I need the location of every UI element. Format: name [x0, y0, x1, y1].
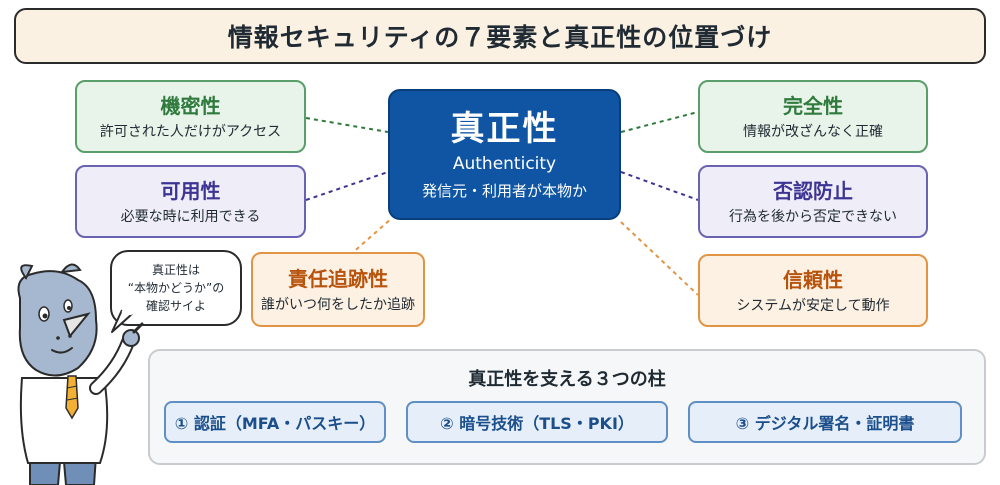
pillars-panel: 真正性を支える３つの柱 ① 認証（MFA・パスキー） ② 暗号技術（TLS・PK… [148, 349, 986, 465]
element-name: 機密性 [160, 93, 221, 118]
center-description: 発信元・利用者が本物か [421, 181, 587, 200]
center-authenticity: 真正性 Authenticity 発信元・利用者が本物か [388, 89, 621, 220]
element-non-repudiation: 否認防止 行為を後から否定できない [698, 165, 928, 238]
element-name: 否認防止 [773, 178, 853, 203]
connector-reliability [620, 221, 699, 296]
element-description: 情報が改ざんなく正確 [743, 123, 883, 140]
pillars-title: 真正性を支える３つの柱 [468, 369, 666, 390]
center-name: 真正性 [450, 108, 559, 149]
element-description: システムが安定して動作 [736, 297, 890, 314]
element-confidentiality: 機密性 許可された人だけがアクセス [75, 80, 306, 153]
element-name: 責任追跡性 [288, 266, 388, 291]
connector-confidentiality [305, 117, 389, 133]
bubble-tail [111, 309, 133, 333]
element-description: 許可された人だけがアクセス [99, 123, 282, 140]
rhino-mascot-icon [17, 263, 144, 485]
connector-availability [305, 171, 389, 201]
connector-integrity [620, 111, 699, 133]
element-name: 完全性 [783, 93, 843, 118]
page-title: 情報セキュリティの７要素と真正性の位置づけ [227, 23, 773, 52]
element-name: 可用性 [160, 178, 221, 203]
bubble-line-2: “本物かどうか”の [127, 281, 225, 295]
element-name: 信頼性 [783, 267, 843, 292]
pillar-cryptography: ② 暗号技術（TLS・PKI） [406, 401, 668, 443]
center-english: Authenticity [452, 153, 557, 174]
connector-non-repudiation [620, 171, 699, 201]
title-banner: 情報セキュリティの７要素と真正性の位置づけ [14, 8, 986, 64]
bubble-line-1: 真正性は [151, 263, 200, 277]
pillar-digital-signature: ③ デジタル署名・証明書 [688, 401, 962, 443]
element-availability: 可用性 必要な時に利用できる [75, 165, 306, 238]
connector-accountability [349, 217, 393, 256]
element-accountability: 責任追跡性 誰がいつ何をしたか追跡 [251, 252, 425, 327]
element-integrity: 完全性 情報が改ざんなく正確 [698, 80, 928, 153]
element-description: 必要な時に利用できる [120, 208, 261, 225]
element-description: 誰がいつ何をしたか追跡 [261, 296, 415, 313]
element-description: 行為を後から否定できない [729, 208, 897, 225]
element-reliability: 信頼性 システムが安定して動作 [698, 254, 928, 327]
pillar-authentication: ① 認証（MFA・パスキー） [164, 401, 386, 443]
bubble-line-3: 確認サイよ [145, 299, 206, 313]
